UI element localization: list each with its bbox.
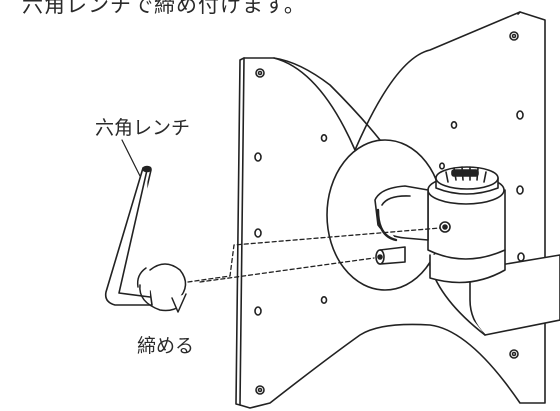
rotation-arrow-icon bbox=[136, 263, 187, 313]
hex-wrench-icon bbox=[104, 165, 153, 306]
hex-wrench-label: 六角レンチ bbox=[95, 117, 191, 139]
wrench-leader-line bbox=[121, 139, 141, 177]
mount-arm bbox=[374, 166, 560, 336]
tighten-label: 締める bbox=[137, 335, 195, 357]
page-caption: 六角レンチで締め付けます。 bbox=[22, 0, 306, 17]
guide-lines bbox=[187, 227, 441, 283]
